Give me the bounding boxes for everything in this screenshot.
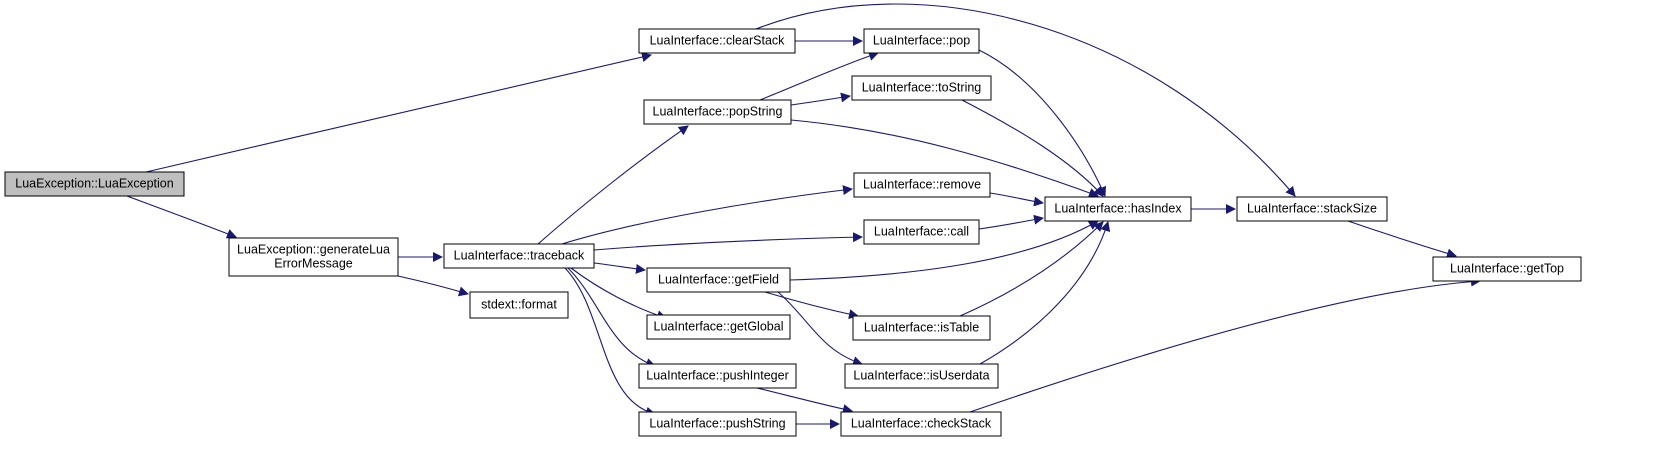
node-label-luaexception: LuaException::LuaException [15, 176, 173, 190]
edge-traceback-to-pushstring [564, 267, 656, 417]
edge-checkstack-to-gettop [969, 276, 1481, 413]
edge-generate-to-format [397, 275, 469, 297]
edge-luaexception-to-clearstack [145, 52, 652, 173]
edge-traceback-to-popstring [537, 125, 689, 245]
edge-tostring-to-hasindex [961, 99, 1104, 197]
node-box-checkstack[interactable] [840, 411, 1002, 437]
edge-getfield-to-istable [764, 291, 859, 320]
node-pushinteger[interactable]: LuaInterface::pushInteger [638, 363, 797, 389]
node-box-pop[interactable] [863, 28, 980, 54]
edge-popstring-to-pop [759, 51, 879, 101]
edge-luaexception-to-generate [126, 195, 237, 239]
node-label-pop: LuaInterface::pop [873, 33, 970, 47]
node-label-popstring: LuaInterface::popString [653, 104, 783, 118]
node-getfield[interactable]: LuaInterface::getField [646, 267, 791, 293]
node-box-clearstack[interactable] [638, 28, 796, 54]
node-label-call: LuaInterface::call [874, 224, 969, 238]
node-box-tostring[interactable] [851, 75, 992, 101]
node-label-istable: LuaInterface::isTable [864, 320, 979, 334]
node-istable[interactable]: LuaInterface::isTable [852, 315, 991, 341]
node-label-isuserdata: LuaInterface::isUserdata [853, 368, 989, 382]
node-pop[interactable]: LuaInterface::pop [863, 28, 980, 54]
node-isuserdata[interactable]: LuaInterface::isUserdata [844, 363, 999, 389]
node-popstring[interactable]: LuaInterface::popString [643, 99, 792, 125]
node-label-tostring: LuaInterface::toString [862, 80, 982, 94]
edge-call-to-hasindex [978, 214, 1044, 230]
edge-stacksize-to-gettop [1347, 220, 1457, 259]
node-box-traceback[interactable] [443, 243, 595, 269]
node-label-pushstring: LuaInterface::pushString [649, 416, 785, 430]
node-label-stacksize: LuaInterface::stackSize [1247, 201, 1377, 215]
node-box-isuserdata[interactable] [844, 363, 999, 389]
node-box-getfield[interactable] [646, 267, 791, 293]
node-box-getglobal[interactable] [646, 314, 791, 340]
node-box-generate[interactable] [228, 237, 399, 277]
edge-getfield-to-isuserdata [777, 291, 863, 366]
node-remove[interactable]: LuaInterface::remove [853, 172, 991, 198]
edge-remove-to-hasindex [989, 192, 1044, 207]
node-label-clearstack: LuaInterface::clearStack [650, 33, 786, 47]
node-label-generate-2: ErrorMessage [274, 256, 353, 270]
node-label-getfield: LuaInterface::getField [658, 272, 779, 286]
node-hasindex[interactable]: LuaInterface::hasIndex [1044, 196, 1192, 222]
edge-pushinteger-to-checkstack [756, 387, 853, 414]
node-label-checkstack: LuaInterface::checkStack [851, 416, 992, 430]
edge-popstring-to-tostring [790, 92, 851, 106]
node-box-hasindex[interactable] [1044, 196, 1192, 222]
node-label-gettop: LuaInterface::getTop [1450, 261, 1564, 275]
node-format[interactable]: stdext::format [469, 291, 569, 319]
node-stacksize[interactable]: LuaInterface::stackSize [1236, 196, 1388, 222]
node-tostring[interactable]: LuaInterface::toString [851, 75, 992, 101]
edge-getfield-to-hasindex [789, 220, 1099, 281]
node-label-hasindex: LuaInterface::hasIndex [1054, 201, 1182, 215]
node-box-remove[interactable] [853, 172, 991, 198]
node-box-pushstring[interactable] [638, 411, 797, 437]
node-box-luaexception[interactable] [4, 171, 185, 197]
node-label-format: stdext::format [481, 297, 557, 311]
node-pushstring[interactable]: LuaInterface::pushString [638, 411, 797, 437]
node-box-istable[interactable] [852, 315, 991, 341]
node-traceback[interactable]: LuaInterface::traceback [443, 243, 595, 269]
edge-layer [126, 3, 1481, 429]
node-label-getglobal: LuaInterface::getGlobal [654, 319, 784, 333]
node-box-format[interactable] [469, 291, 569, 319]
edge-pop-to-hasindex [978, 49, 1106, 197]
node-box-call[interactable] [863, 219, 980, 245]
node-luaexception[interactable]: LuaException::LuaException [4, 171, 185, 197]
edge-clearstack-to-stacksize [755, 3, 1296, 197]
node-label-pushinteger: LuaInterface::pushInteger [646, 368, 788, 382]
node-checkstack[interactable]: LuaInterface::checkStack [840, 411, 1002, 437]
edge-traceback-to-pushinteger [567, 267, 656, 368]
node-box-pushinteger[interactable] [638, 363, 797, 389]
edge-traceback-to-call [593, 232, 863, 251]
edge-isuserdata-to-hasindex [979, 221, 1111, 365]
node-label-traceback: LuaInterface::traceback [454, 248, 585, 262]
edge-istable-to-hasindex [959, 221, 1104, 317]
edge-traceback-to-getfield [593, 262, 646, 274]
edge-popstring-to-hasindex [790, 119, 1099, 198]
node-gettop[interactable]: LuaInterface::getTop [1432, 256, 1582, 282]
edge-traceback-to-remove [561, 185, 853, 245]
node-label-remove: LuaInterface::remove [863, 177, 981, 191]
node-getglobal[interactable]: LuaInterface::getGlobal [646, 314, 791, 340]
node-call[interactable]: LuaInterface::call [863, 219, 980, 245]
node-box-gettop[interactable] [1432, 256, 1582, 282]
node-box-stacksize[interactable] [1236, 196, 1388, 222]
node-label-generate-1: LuaException::generateLua [237, 242, 390, 256]
node-layer: LuaException::LuaExceptionLuaException::… [4, 28, 1582, 437]
node-clearstack[interactable]: LuaInterface::clearStack [638, 28, 796, 54]
node-box-popstring[interactable] [643, 99, 792, 125]
